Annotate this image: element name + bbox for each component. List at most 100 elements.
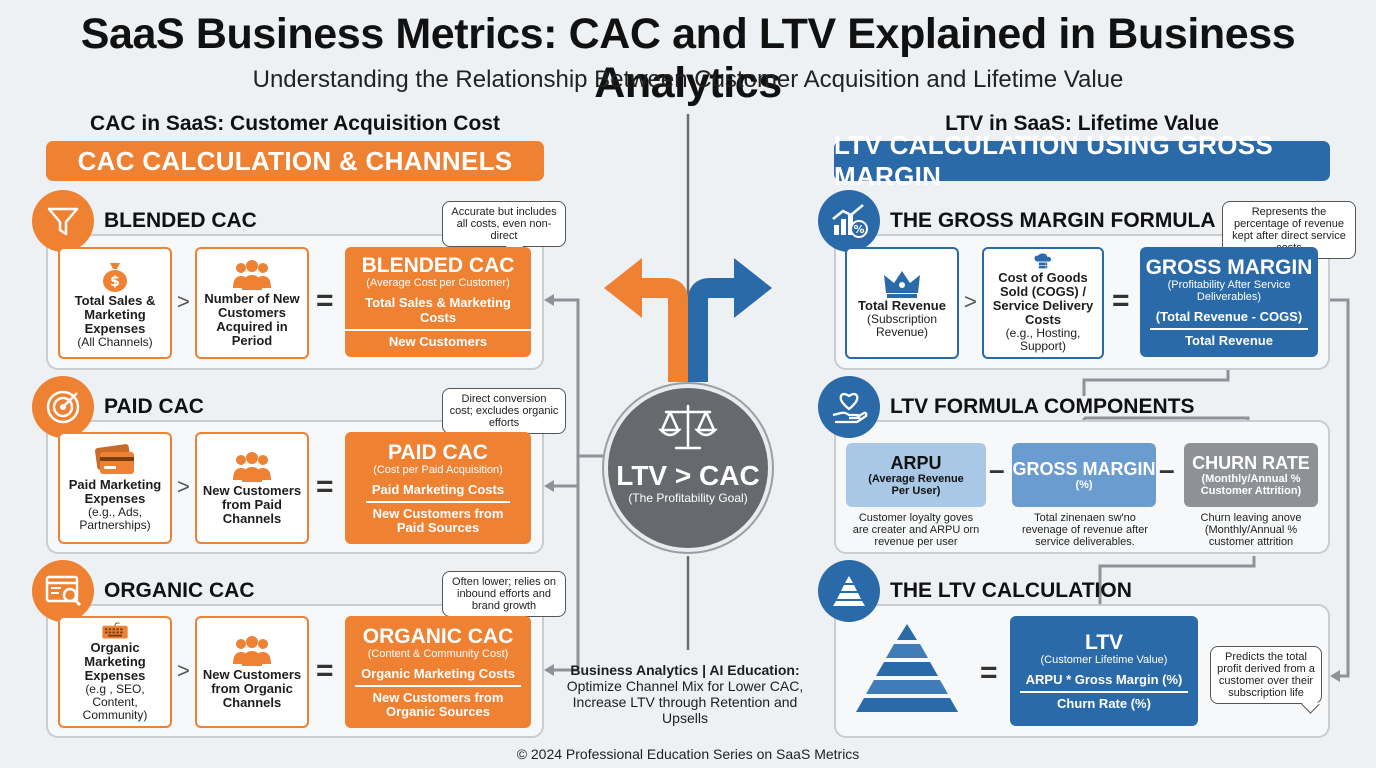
cogs-card: Cost of Goods Sold (COGS) / Service Deli… xyxy=(982,247,1104,359)
hand-heart-icon xyxy=(818,376,880,438)
result-numerator: ARPU * Gross Margin (%) xyxy=(1019,672,1189,693)
keyboard-icon xyxy=(102,622,128,639)
organic-cac-result: ORGANIC CAC (Content & Community Cost) O… xyxy=(345,616,531,728)
analytics-note: Business Analytics | AI Education: Optim… xyxy=(560,662,810,726)
people-icon xyxy=(233,452,271,482)
paid-cac-title: PAID CAC xyxy=(104,395,204,418)
churn-rate-desc: Churn leaving anove (Monthly/Annual % cu… xyxy=(1200,512,1302,548)
ltv-components-title: LTV FORMULA COMPONENTS xyxy=(890,395,1195,418)
result-title: PAID CAC xyxy=(388,440,488,464)
pyramid-graphic-icon xyxy=(856,624,958,712)
chevron-right-icon: > xyxy=(177,474,190,499)
arpu-box: ARPU (Average Revenue Per User) xyxy=(846,443,986,507)
blended-cac-bubble: Accurate but includes all costs, even no… xyxy=(442,201,566,247)
funnel-icon xyxy=(32,190,94,252)
gross-margin-title: THE GROSS MARGIN FORMULA xyxy=(890,209,1216,232)
target-icon xyxy=(32,376,94,438)
card-sublabel: (e.g., Ads, Partnerships) xyxy=(79,505,151,532)
note-heading: Business Analytics | AI Education: xyxy=(570,662,800,678)
credit-card-icon xyxy=(95,444,134,474)
svg-text:$: $ xyxy=(110,274,120,290)
orange-arrow-head xyxy=(604,258,642,318)
result-denominator: New Customers xyxy=(388,334,488,349)
total-revenue-card: Total Revenue (Subscription Revenue) xyxy=(845,247,959,359)
new-customers-paid-card: New Customers from Paid Channels xyxy=(195,432,309,544)
blended-cac-result: BLENDED CAC (Average Cost per Customer) … xyxy=(345,247,531,357)
card-sublabel: (e.g., Hosting, Support) xyxy=(1005,326,1081,353)
operator-sign: – xyxy=(1159,454,1175,485)
note-text: Optimize Channel Mix for Lower CAC, Incr… xyxy=(566,678,804,726)
card-label: Number of New Customers Acquired in Peri… xyxy=(204,291,300,348)
new-customers-card: Number of New Customers Acquired in Peri… xyxy=(195,247,309,359)
comp-subtitle: (Monthly/Annual % Customer Attrition) xyxy=(1200,473,1302,497)
blended-cac-title: BLENDED CAC xyxy=(104,209,257,232)
result-denominator: New Customers from Organic Sources xyxy=(372,689,504,719)
copyright-text: © 2024 Professional Education Series on … xyxy=(516,746,860,762)
organic-cac-title: ORGANIC CAC xyxy=(104,579,255,602)
result-denominator: New Customers from Paid Sources xyxy=(372,505,504,535)
result-title: BLENDED CAC xyxy=(361,254,515,277)
blue-arrow-head xyxy=(734,258,772,318)
gross-margin-box: GROSS MARGIN (%) xyxy=(1012,443,1156,507)
ltv-bubble: Predicts the total profit derived from a… xyxy=(1210,646,1322,704)
operator-sign: – xyxy=(989,454,1005,485)
result-numerator: Paid Marketing Costs xyxy=(365,482,511,503)
result-title: ORGANIC CAC xyxy=(362,624,514,648)
goal-title: LTV > CAC xyxy=(616,460,760,491)
money-bag-icon: $ xyxy=(103,262,127,292)
equals-sign: = xyxy=(316,284,334,317)
cac-banner: CAC CALCULATION & CHANNELS xyxy=(46,141,544,181)
gross-margin-result: GROSS MARGIN (Profitability After Servic… xyxy=(1140,247,1318,357)
paid-cac-bubble: Direct conversion cost; excludes organic… xyxy=(442,388,566,434)
result-subtitle: (Profitability After Service Deliverable… xyxy=(1167,278,1291,303)
result-subtitle: (Content & Community Cost) xyxy=(367,647,509,660)
result-numerator: (Total Revenue - COGS) xyxy=(1149,309,1309,330)
crown-icon xyxy=(884,271,920,298)
paid-marketing-card: Paid Marketing Expenses (e.g., Ads, Part… xyxy=(58,432,172,544)
card-label: Organic Marketing Expenses xyxy=(84,640,146,683)
churn-rate-box: CHURN RATE (Monthly/Annual % Customer At… xyxy=(1184,443,1318,507)
equals-sign: = xyxy=(1112,284,1130,317)
comp-title: ARPU xyxy=(890,453,942,473)
comp-title: GROSS MARGIN xyxy=(1012,459,1156,479)
chevron-right-icon: > xyxy=(964,289,977,314)
gross-margin-desc: Total zinenaen sw'no revenage of revenue… xyxy=(1022,512,1148,548)
web-search-icon xyxy=(32,560,94,622)
card-label: New Customers from Paid Channels xyxy=(202,483,302,526)
organic-marketing-card: Organic Marketing Expenses (e.g , SEO, C… xyxy=(58,616,172,728)
equals-sign: = xyxy=(980,656,998,689)
pyramid-icon xyxy=(818,560,880,622)
result-denominator: Total Revenue xyxy=(1185,332,1273,348)
card-label: Total Sales & Marketing Expenses xyxy=(74,292,156,336)
result-title: GROSS MARGIN xyxy=(1145,255,1313,279)
page-subtitle: Understanding the Relationship Between C… xyxy=(252,66,1124,93)
people-icon xyxy=(233,260,271,290)
result-numerator: Organic Marketing Costs xyxy=(355,666,521,687)
result-denominator: Churn Rate (%) xyxy=(1057,695,1151,711)
paid-cac-result: PAID CAC (Cost per Paid Acquisition) Pai… xyxy=(345,432,531,544)
ltv-result: LTV (Customer Lifetime Value) ARPU * Gro… xyxy=(1010,616,1198,726)
chevron-right-icon: > xyxy=(177,289,190,314)
arpu-desc: Customer loyalty goves are creater and A… xyxy=(852,512,980,548)
result-subtitle: (Customer Lifetime Value) xyxy=(1040,653,1168,666)
card-label: New Customers from Organic Channels xyxy=(202,667,302,710)
organic-cac-bubble: Often lower; relies on inbound efforts a… xyxy=(442,571,566,617)
blue-arrow xyxy=(688,278,736,382)
balance-scale-icon xyxy=(658,404,718,450)
result-numerator: Total Sales & Marketing Costs xyxy=(345,295,531,331)
ltv-section-heading: LTV in SaaS: Lifetime Value xyxy=(945,112,1219,135)
equals-sign: = xyxy=(316,654,334,687)
comp-subtitle: (%) xyxy=(1075,479,1093,491)
card-sublabel: (Subscription Revenue) xyxy=(866,312,938,339)
comp-subtitle: (Average Revenue Per User) xyxy=(868,473,964,497)
cloud-server-icon xyxy=(1034,253,1051,269)
equals-sign: = xyxy=(316,470,334,503)
page-title: SaaS Business Metrics: CAC and LTV Expla… xyxy=(80,10,1296,107)
orange-arrow xyxy=(640,278,688,382)
ltv-banner: LTV CALCULATION USING GROSS MARGIN xyxy=(834,130,1330,191)
card-label: Cost of Goods Sold (COGS) / Service Deli… xyxy=(992,270,1094,327)
result-subtitle: (Average Cost per Customer) xyxy=(366,277,510,289)
total-sales-marketing-card: $ Total Sales & Marketing Expenses (All … xyxy=(58,247,172,359)
card-sublabel: (All Channels) xyxy=(77,334,153,349)
cac-section-heading: CAC in SaaS: Customer Acquisition Cost xyxy=(90,112,500,135)
